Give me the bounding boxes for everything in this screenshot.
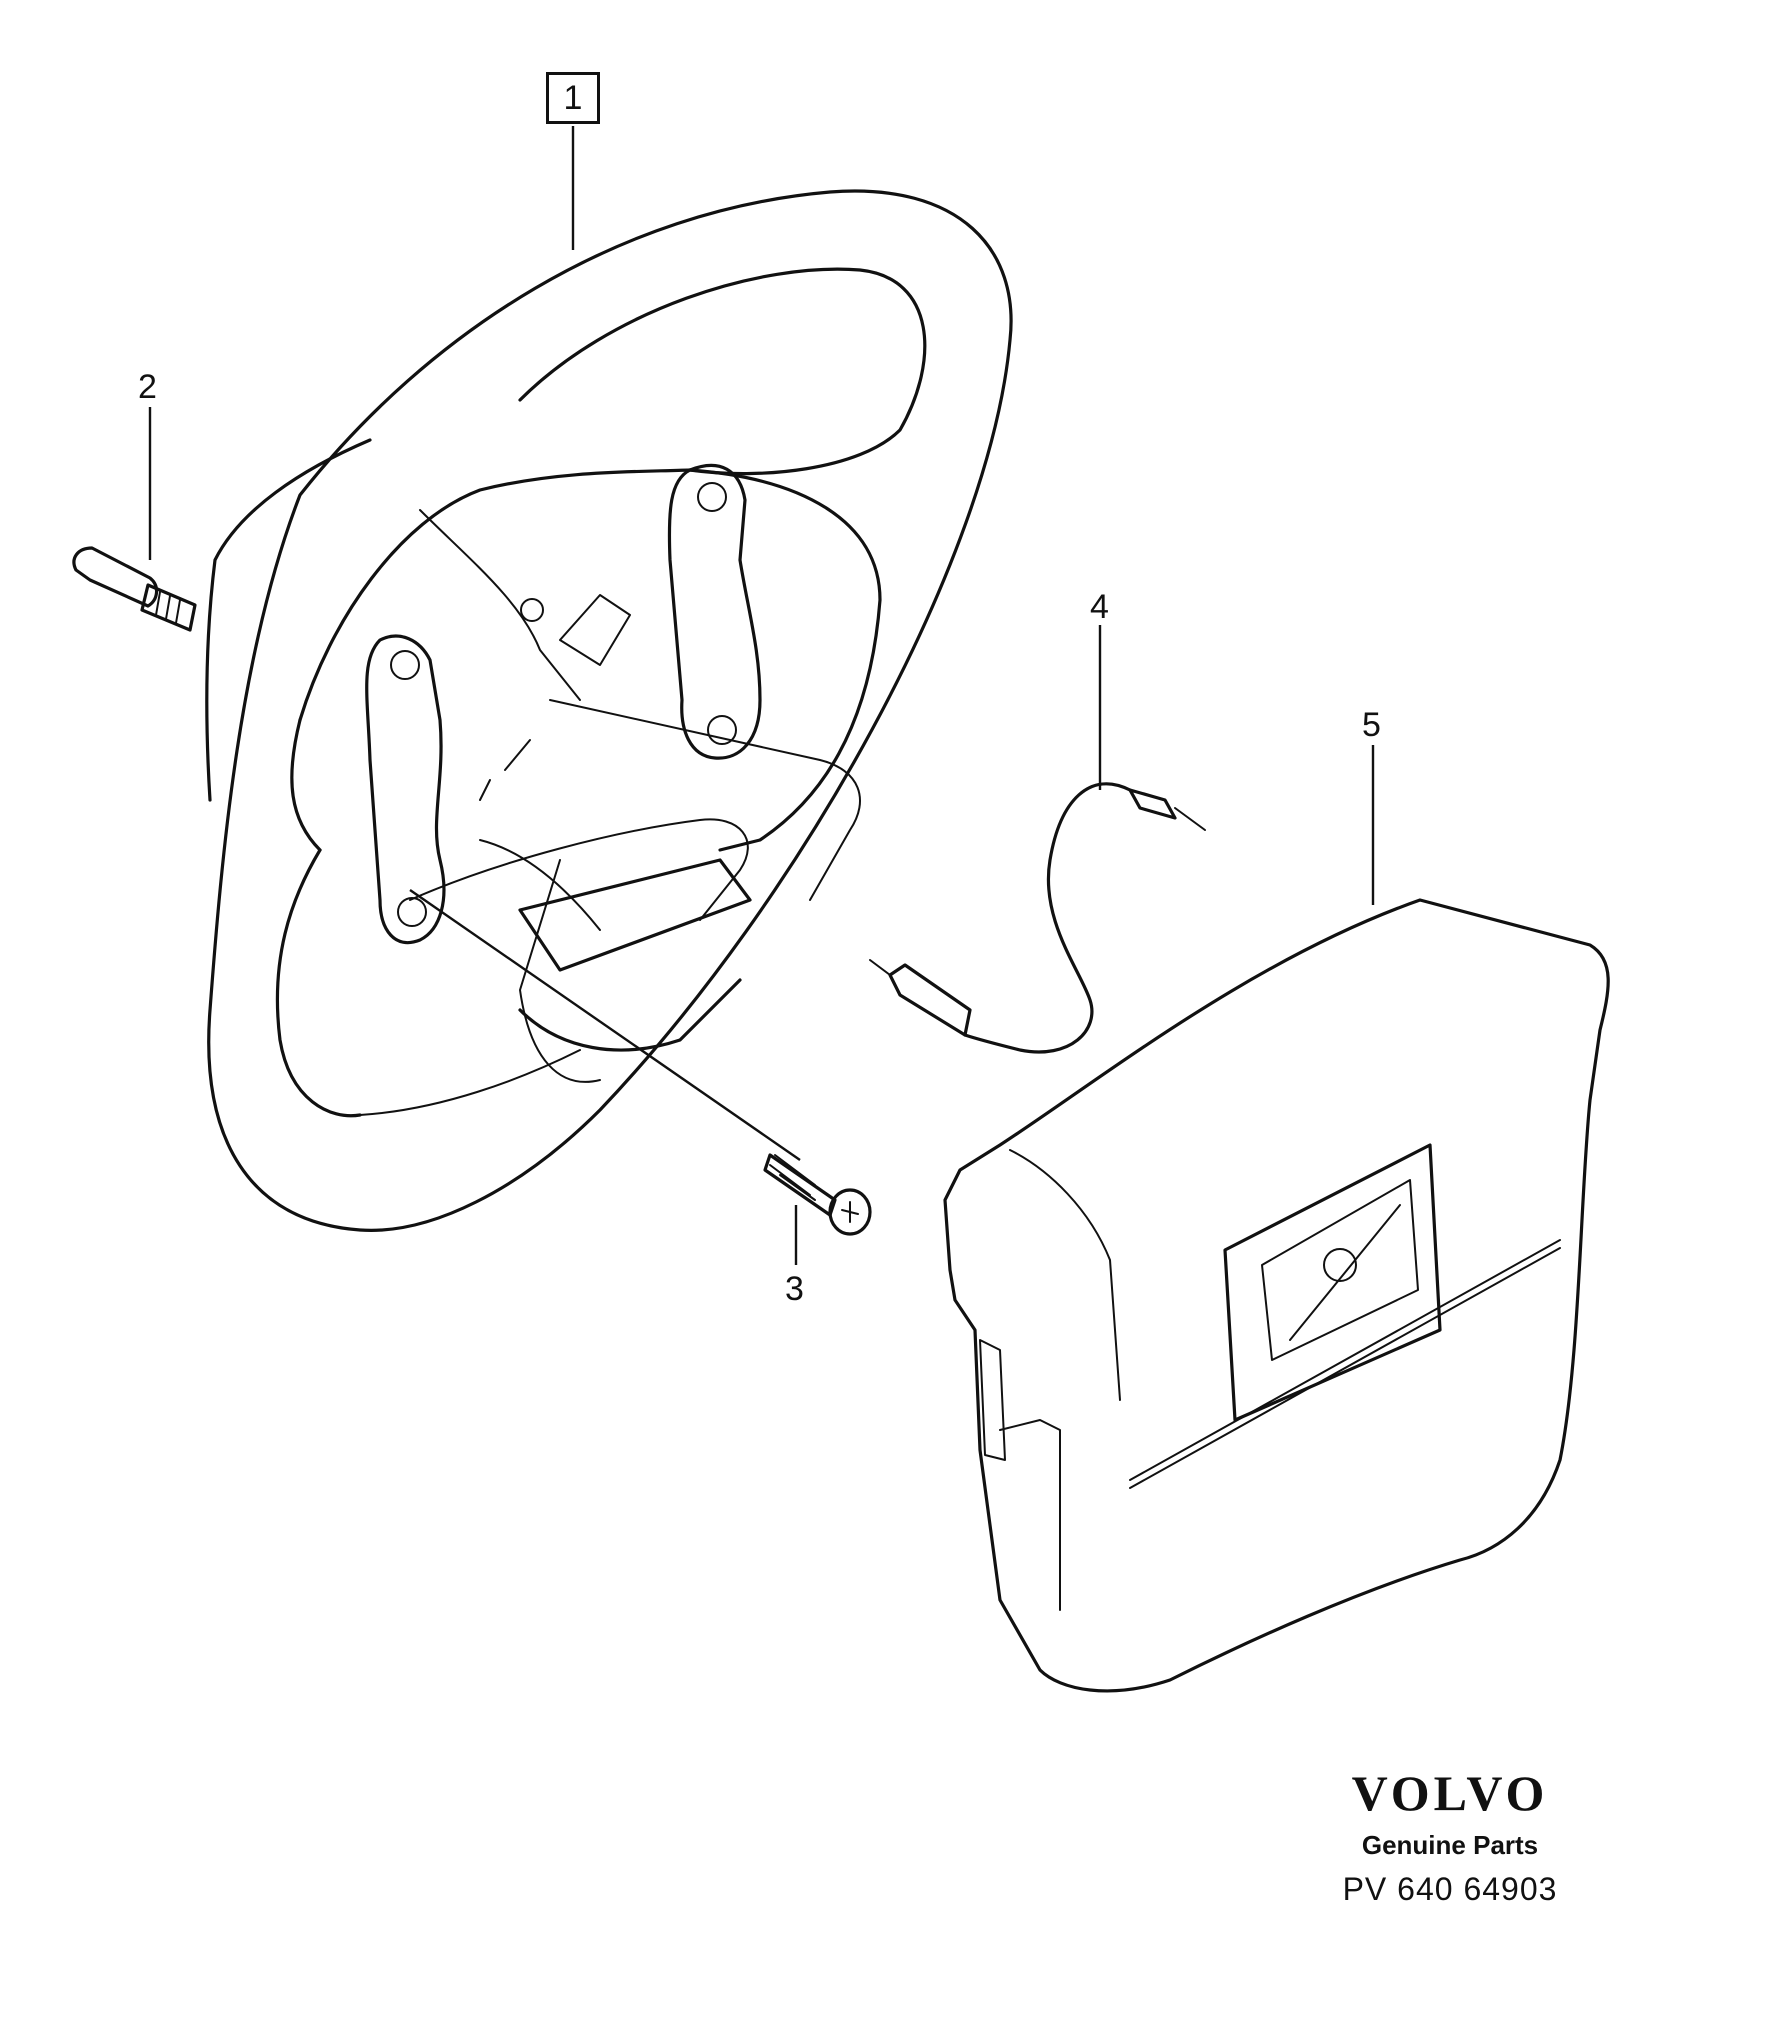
screw <box>763 1153 872 1236</box>
airbag-module <box>943 898 1610 1693</box>
brand-subtitle: Genuine Parts <box>1361 1830 1539 1860</box>
callout-4: 4 <box>1090 588 1109 626</box>
callout-3: 3 <box>785 1270 804 1308</box>
connecting-cable <box>869 782 1206 1054</box>
callout-2: 2 <box>138 368 157 406</box>
callout-1: 1 <box>546 72 600 124</box>
threaded-stud <box>72 546 197 632</box>
leader-lines <box>148 126 1375 1265</box>
volvo-logo: VOLVO <box>1351 1765 1549 1821</box>
brand-block: VOLVO Genuine Parts PV 640 64903 <box>1300 1768 1600 1908</box>
steering-wheel <box>205 189 1013 1232</box>
document-code: PV 640 64903 <box>1342 1871 1558 1907</box>
callout-5: 5 <box>1362 706 1381 744</box>
